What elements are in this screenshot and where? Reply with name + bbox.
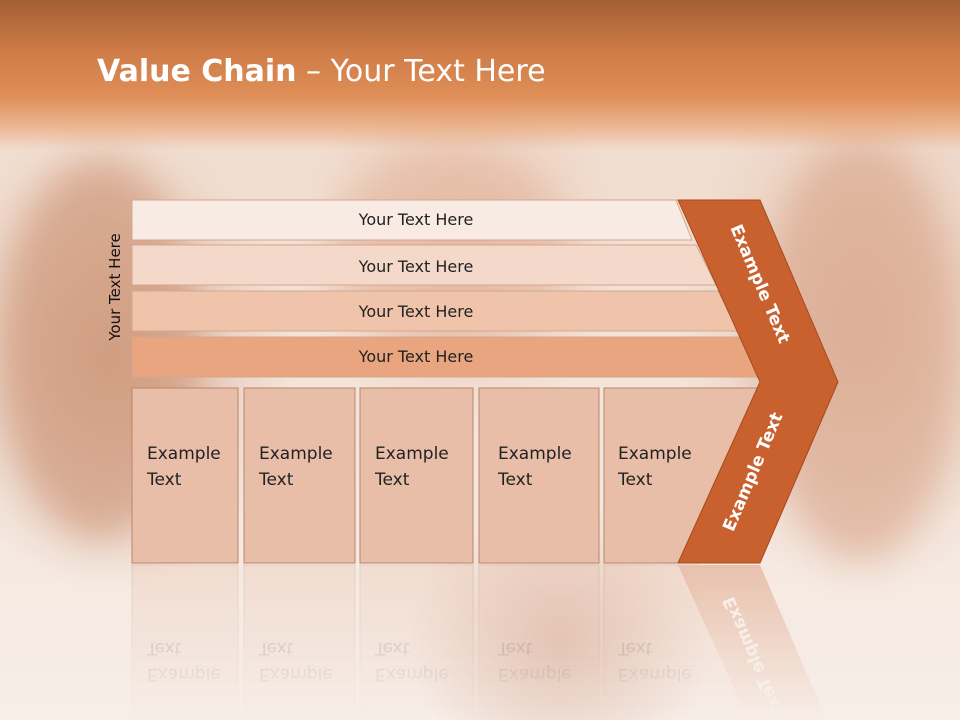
bar-2-label: Your Text Here — [358, 257, 474, 276]
activity-box-1-line1: Example — [147, 444, 221, 464]
bar-3: Your Text Here — [131, 290, 739, 332]
activity-box-5-line2: Text — [617, 470, 653, 490]
svg-text:Example: Example — [618, 664, 692, 684]
activity-box-5-line1: Example — [618, 444, 692, 464]
activity-box-4: Example Text — [478, 387, 600, 564]
activity-box-1: Example Text — [131, 387, 239, 564]
svg-text:Example: Example — [147, 664, 221, 684]
activity-box-3-line2: Text — [374, 470, 410, 490]
activity-box-2-line2: Text — [258, 470, 294, 490]
activity-box-3: Example Text — [359, 387, 474, 564]
svg-text:Text: Text — [258, 638, 294, 658]
svg-text:Example: Example — [375, 664, 449, 684]
svg-text:Text: Text — [374, 638, 410, 658]
bar-4: Your Text Here — [131, 336, 761, 378]
activity-box-3-line1: Example — [375, 444, 449, 464]
bar-1-label: Your Text Here — [358, 210, 474, 229]
svg-text:Text: Text — [617, 638, 653, 658]
slide-title: Value Chain – Your Text Here — [97, 54, 546, 89]
title-band — [0, 0, 960, 150]
bar-3-label: Your Text Here — [358, 302, 474, 321]
bar-4-label: Your Text Here — [358, 347, 474, 366]
bar-1: Your Text Here — [131, 199, 693, 241]
svg-text:Example: Example — [498, 664, 572, 684]
activity-box-2: Example Text — [243, 387, 356, 564]
diagram-reflection: Example Text Example Text Example Text E… — [131, 564, 827, 720]
svg-text:Example: Example — [259, 664, 333, 684]
svg-text:Text: Text — [146, 638, 182, 658]
bar-2: Your Text Here — [131, 244, 717, 286]
activity-box-4-line1: Example — [498, 444, 572, 464]
activity-box-5: Example Text — [603, 387, 763, 564]
activity-box-4-line2: Text — [497, 470, 533, 490]
activity-box-2-line1: Example — [259, 444, 333, 464]
activity-box-1-line2: Text — [146, 470, 182, 490]
svg-text:Text: Text — [497, 638, 533, 658]
